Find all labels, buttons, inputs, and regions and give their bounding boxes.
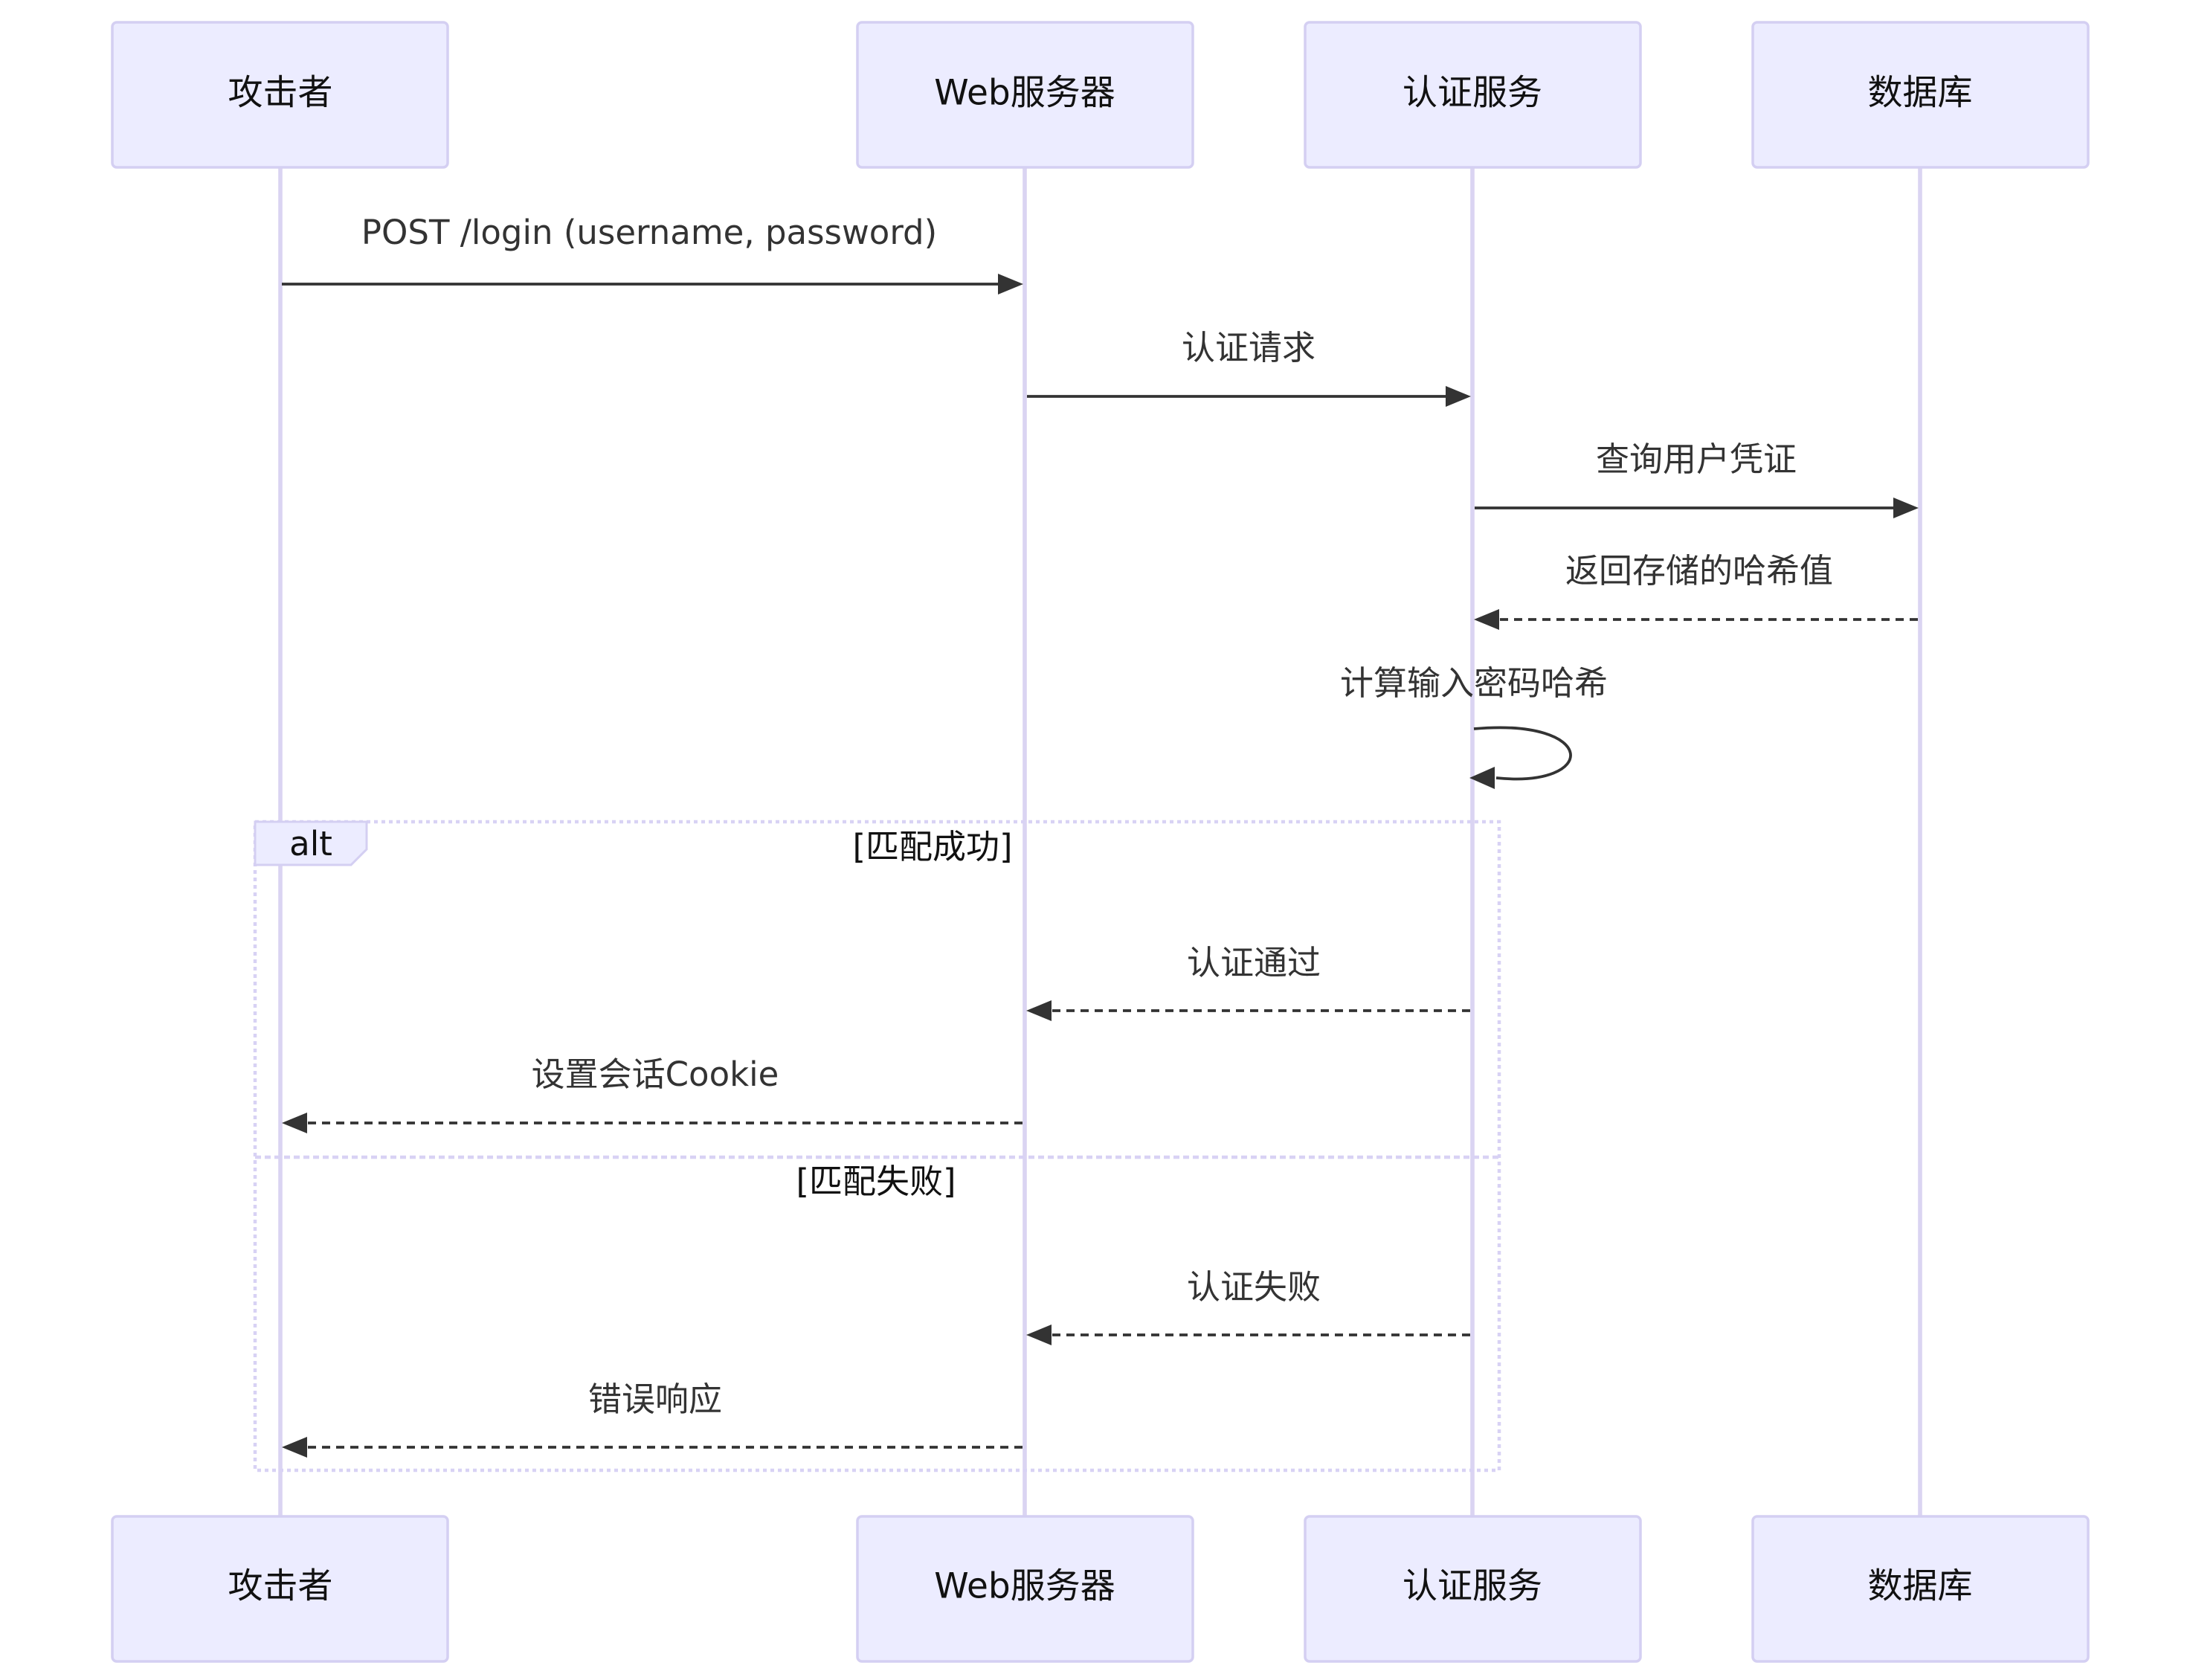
alt-label: alt bbox=[289, 824, 332, 863]
arrowhead bbox=[1446, 386, 1471, 407]
actor-db-bottom: 数据库 bbox=[1751, 1515, 2090, 1663]
actor-web-top: Web服务器 bbox=[856, 21, 1194, 169]
actor-label: 认证服务 bbox=[1403, 73, 1542, 114]
alt-tab bbox=[254, 820, 368, 866]
message-label: 设置会话Cookie bbox=[532, 1055, 779, 1094]
message-auth-pass: 认证通过 bbox=[1026, 943, 1470, 1021]
alt-frame: alt [匹配成功] [匹配失败] bbox=[253, 820, 1501, 1473]
actor-attacker-bottom: 攻击者 bbox=[111, 1515, 449, 1663]
actor-db-top: 数据库 bbox=[1751, 21, 2090, 169]
message-post-login: POST /login (username, password) bbox=[282, 213, 1023, 295]
arrowhead bbox=[1026, 1000, 1052, 1021]
actor-auth-top: 认证服务 bbox=[1304, 21, 1642, 169]
actor-label: 数据库 bbox=[1868, 73, 1973, 114]
message-label: 认证请求 bbox=[1182, 328, 1316, 367]
actor-attacker-top: 攻击者 bbox=[111, 21, 449, 169]
message-query-credentials: 查询用户凭证 bbox=[1475, 440, 1919, 518]
actor-label: 攻击者 bbox=[228, 73, 333, 114]
actor-label: 数据库 bbox=[1868, 1566, 1973, 1607]
arrowhead bbox=[282, 1437, 307, 1458]
message-label: 查询用户凭证 bbox=[1596, 440, 1797, 479]
arrowhead bbox=[1026, 1325, 1052, 1345]
message-label: 返回存储的哈希值 bbox=[1565, 551, 1833, 590]
message-label: 认证通过 bbox=[1187, 943, 1321, 982]
actor-label: Web服务器 bbox=[934, 73, 1115, 114]
alt-guard-success: [匹配成功] bbox=[852, 827, 1012, 866]
arrowhead bbox=[1893, 498, 1919, 518]
actor-web-bottom: Web服务器 bbox=[856, 1515, 1194, 1663]
actor-label: Web服务器 bbox=[934, 1566, 1115, 1607]
message-set-cookie: 设置会话Cookie bbox=[282, 1055, 1023, 1133]
alt-guard-failure: [匹配失败] bbox=[796, 1162, 956, 1201]
arrowhead bbox=[282, 1113, 307, 1133]
arrowhead bbox=[1474, 609, 1499, 630]
message-label: POST /login (username, password) bbox=[361, 213, 937, 252]
arrowhead bbox=[1469, 767, 1495, 789]
message-label: 计算输入密码哈希 bbox=[1340, 663, 1608, 703]
message-auth-request: 认证请求 bbox=[1027, 328, 1471, 407]
message-label: 认证失败 bbox=[1187, 1267, 1321, 1307]
arrowhead bbox=[998, 274, 1023, 295]
message-compute-hash: 计算输入密码哈希 bbox=[1340, 663, 1608, 789]
message-label: 错误响应 bbox=[588, 1380, 722, 1419]
message-error-response: 错误响应 bbox=[282, 1380, 1023, 1458]
actor-label: 认证服务 bbox=[1403, 1566, 1542, 1607]
actor-label: 攻击者 bbox=[228, 1566, 333, 1607]
message-return-hash: 返回存储的哈希值 bbox=[1474, 551, 1918, 630]
message-auth-fail: 认证失败 bbox=[1026, 1267, 1470, 1345]
actor-auth-bottom: 认证服务 bbox=[1304, 1515, 1642, 1663]
